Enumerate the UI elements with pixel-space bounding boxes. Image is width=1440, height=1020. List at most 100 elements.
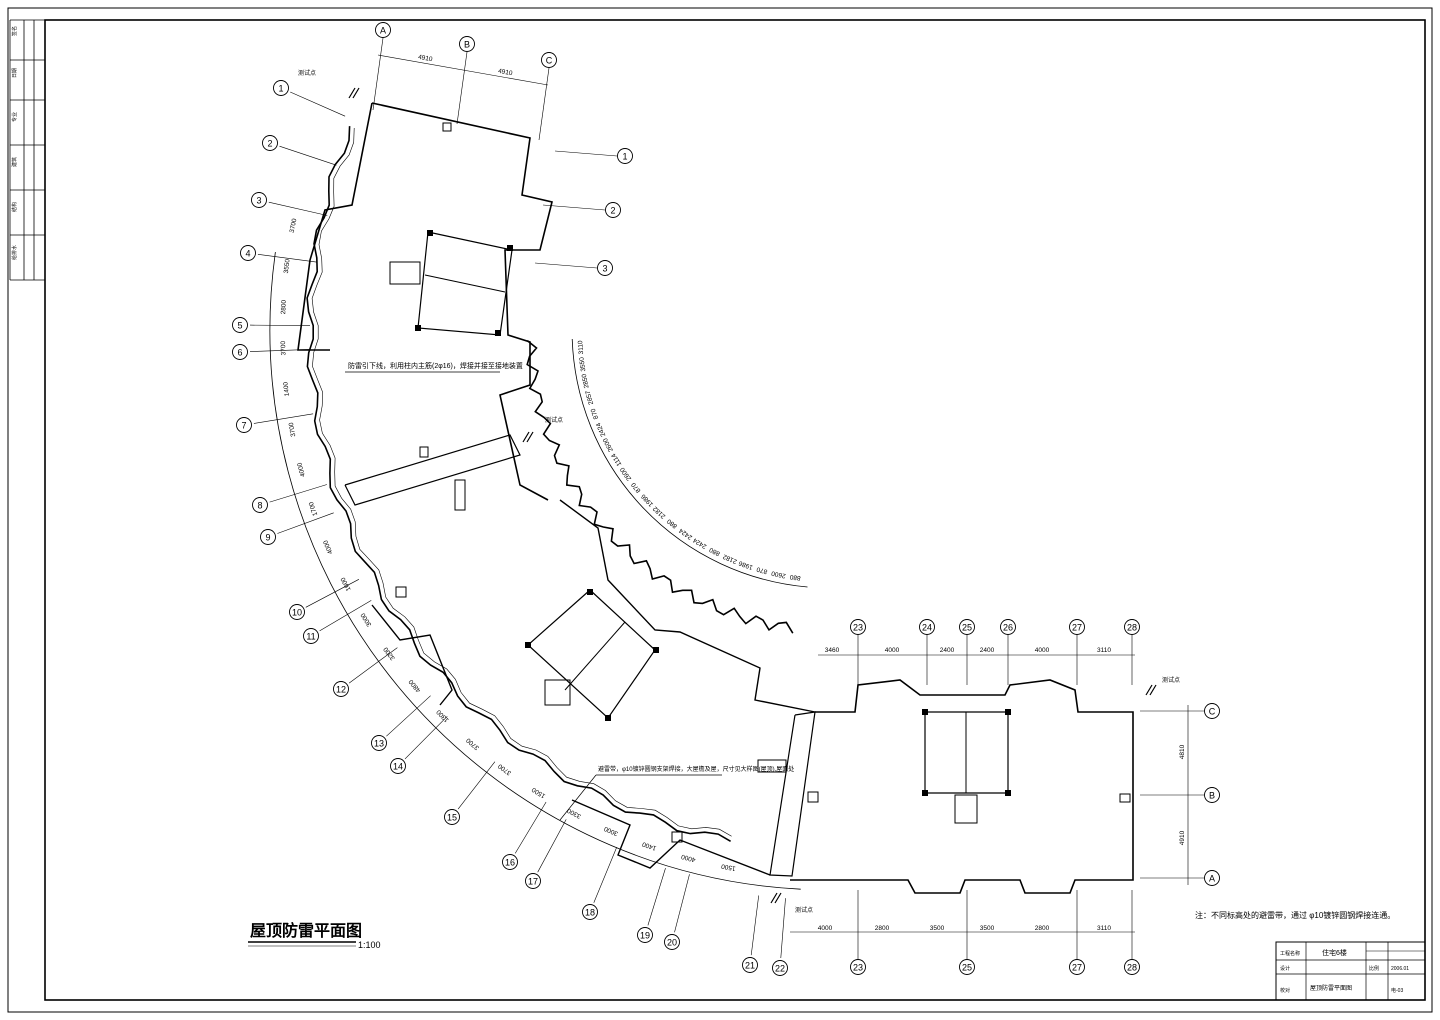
dimension-text: 2400 bbox=[980, 647, 995, 654]
upper-block-west-edge bbox=[297, 102, 373, 351]
outer-frame bbox=[7, 7, 1433, 1013]
test-point-label: 测试点 bbox=[795, 906, 813, 914]
axis-line bbox=[279, 145, 337, 166]
roof-hatch bbox=[395, 586, 407, 598]
roof-hatch bbox=[389, 261, 421, 285]
axis-line bbox=[514, 801, 547, 854]
axis-number-11-label: 11 bbox=[306, 632, 315, 642]
axis-number-5-label: 5 bbox=[237, 321, 242, 331]
dimension-text: 870 bbox=[630, 481, 643, 494]
axis-letter-right-a-circle bbox=[1204, 870, 1220, 886]
downlead-marker bbox=[922, 709, 928, 715]
dimension-text: 1986 bbox=[640, 492, 655, 508]
axis-number-4-label: 4 bbox=[245, 249, 250, 259]
axis-number-5-circle bbox=[232, 317, 248, 333]
dimension-text: 4000 bbox=[680, 852, 696, 863]
dimension-text: 1300 bbox=[435, 708, 450, 723]
dimension-text: 2424 bbox=[692, 536, 708, 550]
core-divider bbox=[424, 274, 506, 293]
dimension-labels: 4910491037003550280037001400370040001700… bbox=[280, 54, 1186, 932]
axis-letter-c-circle bbox=[541, 52, 557, 68]
axis-line bbox=[253, 413, 314, 424]
axis-letter-b-circle bbox=[459, 36, 475, 52]
dimension-text: 3460 bbox=[825, 647, 840, 654]
roof-hatch bbox=[454, 479, 466, 511]
axis-number-17-label: 17 bbox=[528, 877, 538, 887]
axis-number-28-circle bbox=[1124, 959, 1140, 975]
axis-number-22-label: 22 bbox=[775, 964, 785, 974]
dimension-text: 1114 bbox=[610, 452, 623, 467]
title-block-row: 设计 bbox=[1280, 965, 1290, 972]
downlead-marker bbox=[427, 230, 433, 236]
project-label: 工程名称 bbox=[1280, 950, 1300, 957]
dimension-text: 880 bbox=[708, 546, 721, 557]
test-point-mark bbox=[352, 87, 360, 99]
axis-line bbox=[268, 201, 328, 216]
axis-number-23-label: 23 bbox=[853, 623, 863, 633]
dimension-text: 2850 bbox=[581, 373, 591, 389]
dimension-text: 3500 bbox=[980, 925, 995, 932]
test-point-mark bbox=[774, 892, 782, 904]
test-point-notes: 测试点 测试点 测试点 测试点 bbox=[298, 69, 1180, 914]
axis-line bbox=[249, 324, 311, 326]
dimension-text: 870 bbox=[756, 565, 769, 575]
test-point-mark bbox=[348, 87, 356, 99]
test-point-mark bbox=[770, 892, 778, 904]
dimension-text: 2857 bbox=[584, 389, 595, 405]
axis-line bbox=[554, 150, 618, 157]
dimension-text: 4000 bbox=[1035, 647, 1050, 654]
downlead-marker bbox=[495, 330, 501, 336]
axis-line bbox=[780, 898, 786, 959]
downlead-marker bbox=[507, 245, 513, 251]
dimension-text: 1500 bbox=[530, 785, 546, 799]
inner-wall-lower bbox=[559, 499, 816, 713]
inner-roof-edge bbox=[526, 339, 794, 634]
roof-hatch bbox=[442, 122, 452, 132]
outer-roof-edge-inner bbox=[311, 127, 732, 837]
dimension-text: 3000 bbox=[360, 611, 374, 627]
title-block-number: 电-03 bbox=[1391, 987, 1403, 994]
axis-number-25-circle bbox=[959, 619, 975, 635]
downlead-note-text: 防雷引下线，利用柱内主筋(2φ16)，焊接并接至接地装置 bbox=[348, 361, 523, 370]
axis-number-12-label: 12 bbox=[336, 685, 346, 695]
roof-hatch bbox=[544, 679, 571, 706]
inner-axis-number-2-circle bbox=[605, 202, 621, 218]
dimension-text: 2424 bbox=[678, 526, 694, 540]
axis-number-20-label: 20 bbox=[667, 938, 677, 948]
axis-number-9-circle bbox=[260, 529, 276, 545]
title-block-date: 2006.01 bbox=[1391, 966, 1409, 972]
axis-letter-b-label: B bbox=[464, 40, 470, 50]
axis-number-3-circle bbox=[251, 192, 267, 208]
east-wing-hatch bbox=[954, 794, 978, 824]
dimension-text: 3700 bbox=[280, 340, 287, 355]
axis-number-11-circle bbox=[303, 628, 319, 644]
dimension-text: 4910 bbox=[418, 54, 434, 63]
axis-line bbox=[750, 895, 759, 956]
dimension-text: 3700 bbox=[465, 736, 481, 751]
axis-number-25-label: 25 bbox=[962, 963, 972, 973]
dimension-text: 2600 bbox=[770, 569, 786, 579]
axis-letter-right-c-circle bbox=[1204, 703, 1220, 719]
axis-number-25-label: 25 bbox=[962, 623, 972, 633]
title-block-drawing-name: 屋顶防雷平面图 bbox=[1310, 984, 1352, 992]
axis-number-4-circle bbox=[240, 245, 256, 261]
downlead-marker bbox=[922, 790, 928, 796]
axis-line bbox=[372, 37, 384, 111]
axis-line bbox=[305, 579, 360, 608]
axis-line bbox=[538, 67, 550, 141]
test-point-mark bbox=[522, 431, 530, 443]
axis-number-9-label: 9 bbox=[265, 533, 270, 543]
dimension-text: 2800 bbox=[875, 925, 890, 932]
dimension-text: 3550 bbox=[578, 356, 587, 372]
signoff-label: 专业 bbox=[11, 112, 18, 122]
roof-hatch bbox=[419, 446, 429, 458]
signoff-label: 结构 bbox=[11, 202, 18, 212]
axis-number-7-circle bbox=[236, 417, 252, 433]
axis-line bbox=[290, 91, 346, 117]
axis-number-12-circle bbox=[333, 681, 349, 697]
project-value: 住宅6楼 bbox=[1322, 948, 1347, 957]
axis-line bbox=[457, 761, 496, 810]
axis-number-16-circle bbox=[502, 854, 518, 870]
upper-block-outline bbox=[371, 102, 553, 501]
dimension-text: 3110 bbox=[577, 340, 585, 355]
